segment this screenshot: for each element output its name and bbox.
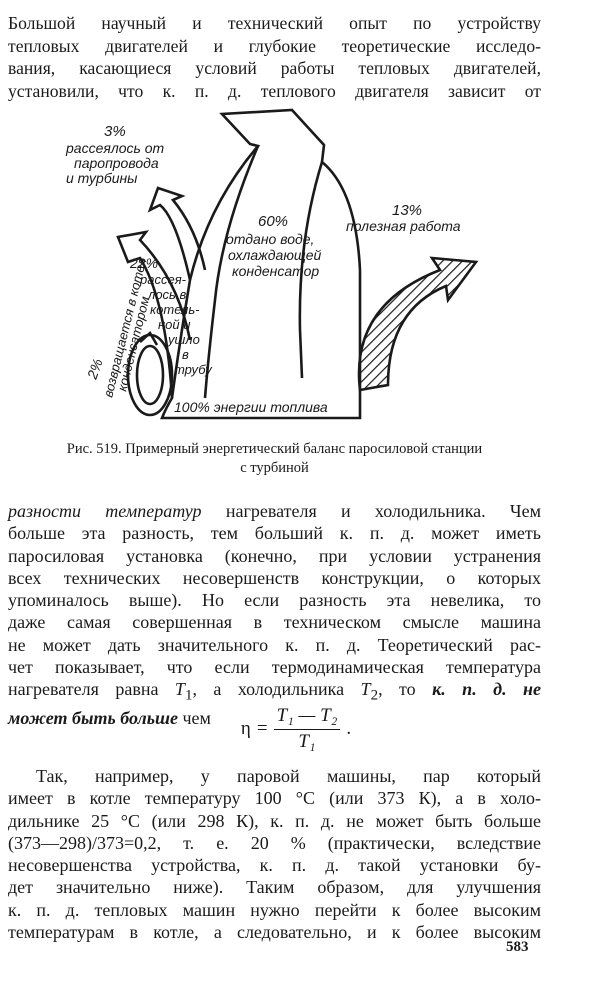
text-line: имеет в котле температуру 100 °C (или 37… [8, 788, 541, 809]
text-line: Большой научный и технический опыт по ус… [8, 13, 541, 33]
label-22-percent-line5: ушло [167, 332, 200, 347]
label-100-percent: 100% энергии топлива [174, 399, 328, 415]
text-line: несовершенства устройства, к. п. д. тако… [8, 855, 541, 876]
label-3-percent-line3: и турбины [66, 170, 138, 186]
label-60-percent-line3: конденсатор [232, 263, 319, 279]
equals-sign: = [256, 718, 268, 739]
loop-2-percent-inner [135, 344, 165, 406]
text-line: не может дать значительного к. п. д. Тео… [8, 634, 541, 655]
text-line: тепловых двигателей и глубокие теоретиче… [8, 35, 541, 56]
text-line: нагревателя равна T1, а холодильника T2,… [8, 679, 542, 704]
label-60-percent-value: 60% [258, 213, 288, 230]
text-line: вания, касающиеся условий работы тепловы… [8, 58, 541, 78]
label-22-percent-line6: в [182, 347, 189, 362]
flow-divider-inner-1 [203, 145, 260, 399]
label-13-percent-value: 13% [392, 202, 422, 219]
text-line: Так, например, у паровой машины, пар кот… [36, 766, 541, 786]
flow-divider-inner-2 [298, 161, 324, 379]
text-line: (373—298)/373=0,2, т. е. 20 % (практичес… [8, 832, 541, 853]
label-22-percent-line4: ной и [158, 317, 190, 332]
caption-line: с турбиной [240, 460, 309, 476]
label-3-percent-line1: рассеялось от [65, 140, 165, 156]
text-line: дет значительно ниже). Таким образом, дл… [8, 877, 541, 898]
eta-symbol: η [240, 718, 251, 739]
text-line: дильнике 25 °C (или 298 К), к. п. д. не … [8, 810, 541, 831]
arrow-22-percent [116, 230, 192, 399]
figure-caption: Рис. 519. Примерный энергетический балан… [8, 440, 541, 478]
main-energy-flow [160, 108, 362, 420]
label-22-percent-line1: рассея- [139, 272, 187, 287]
text-line: всех технических несовершенств конструкц… [8, 567, 541, 588]
label-60-percent-line1: отдано воде, [226, 231, 314, 247]
label-22-percent-line2: лось в [147, 287, 187, 302]
emphasis-text: к. п. д. не [432, 679, 542, 700]
arrow-3-percent [147, 186, 207, 281]
text-line: паросиловая установка (конечно, при усло… [8, 545, 541, 566]
text-line: температурам в котле, а следовательно, и… [8, 922, 541, 943]
page-number: 583 [506, 939, 529, 955]
efficiency-formula: η = T₁ — T₂ T₁ . [0, 705, 592, 753]
label-60-percent-line2: охлаждающей [228, 247, 322, 263]
text-line: упоминалось выше). Но если разность эта … [8, 590, 541, 611]
text-line: разности температур нагревателя и холоди… [8, 501, 542, 521]
text-line: больше эта разность, тем больший к. п. д… [8, 523, 541, 544]
arrow-13-percent-useful-work [357, 256, 479, 392]
body-paragraph-2: разности температур нагревателя и холоди… [8, 500, 541, 730]
label-3-percent-value: 3% [104, 123, 126, 140]
label-22-percent-line7: трубу [174, 362, 213, 377]
body-paragraph-3: Так, например, у паровой машины, пар кот… [8, 765, 541, 943]
text-line: даже самая совершенная в техническом смы… [8, 612, 541, 633]
fraction-denominator: T₁ [298, 731, 316, 752]
text-line: к. п. д. тепловых машин нужно перейти к … [8, 899, 541, 920]
energy-balance-diagram: 3% рассеялось от паропровода и турбины 6… [65, 108, 479, 420]
label-22-percent-line3: котель- [150, 302, 200, 317]
text-line: установили, что к. п. д. теплового двига… [8, 80, 541, 101]
fraction-numerator: T₁ — T₂ [273, 705, 341, 730]
loop-arrow [139, 330, 159, 346]
formula-period: . [346, 718, 352, 739]
text-line: может быть больше чем [8, 708, 211, 729]
label-3-percent-line2: паропровода [74, 155, 159, 171]
caption-line: Рис. 519. Примерный энергетический балан… [66, 441, 483, 457]
label-13-percent-line1: полезная работа [346, 218, 461, 234]
label-2-percent-value: 2% [83, 357, 105, 382]
label-22-percent-value: 22% [129, 255, 158, 271]
emphasis-text: может быть больше [8, 708, 178, 729]
intro-paragraph: Большой научный и технический опыт по ус… [8, 12, 541, 102]
italic-term: разности температур [8, 501, 202, 521]
text-line: чет показывает, что если термодинамическ… [8, 657, 541, 678]
fraction: T₁ — T₂ T₁ [273, 705, 341, 753]
